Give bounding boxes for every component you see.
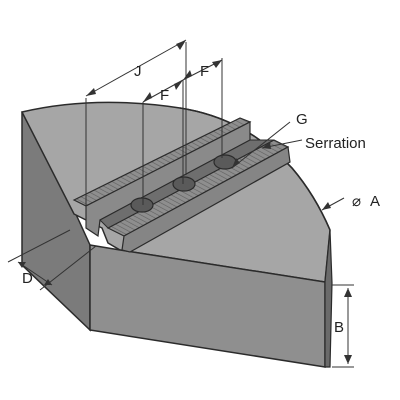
jaw-outer-arc: [179, 107, 331, 231]
label-j: J: [134, 63, 142, 80]
mounting-hole: [130, 197, 154, 213]
arrowhead: [212, 60, 222, 68]
arrowhead: [176, 40, 186, 50]
arrowhead: [344, 288, 352, 297]
g-leader: [231, 121, 291, 169]
d-dimension-line: [17, 261, 53, 286]
label-diameter-symbol: ⌀: [352, 193, 361, 210]
arrowhead: [183, 70, 192, 80]
arrowhead: [322, 202, 331, 210]
j-dimension-line: [85, 39, 187, 97]
arrowhead: [86, 88, 96, 96]
arrowhead: [232, 158, 240, 168]
label-b: B: [334, 319, 344, 336]
arrowhead: [344, 355, 352, 364]
rail-right-front: [121, 146, 291, 253]
label-f-mid: F: [160, 87, 169, 104]
arrowhead: [143, 92, 152, 102]
label-g: G: [296, 111, 308, 128]
label-a: A: [370, 193, 380, 210]
label-f-top: F: [200, 63, 209, 80]
label-serration: Serration: [305, 135, 366, 152]
mounting-hole: [172, 176, 196, 192]
d-extension: [7, 229, 71, 263]
arrowheads: [18, 40, 352, 364]
label-d: D: [22, 270, 33, 287]
jaw-right-edge: [324, 229, 333, 368]
arrowhead: [18, 262, 26, 268]
arrowhead: [174, 80, 183, 90]
arrowhead: [44, 279, 52, 285]
arrowhead: [262, 142, 271, 149]
